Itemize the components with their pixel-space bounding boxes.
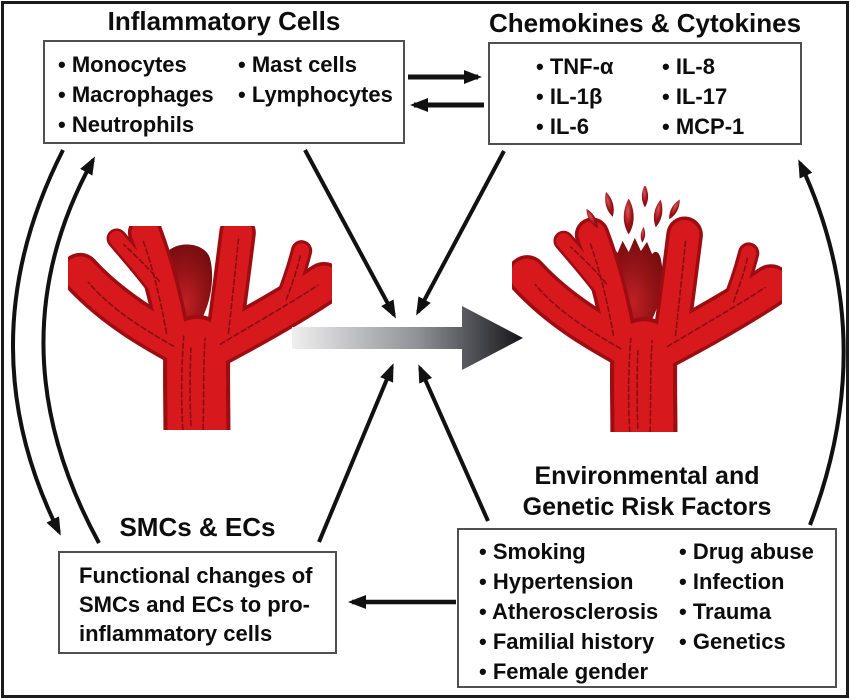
list-item: Mast cells [238, 50, 393, 80]
risk-factors-title: Environmental and Genetic Risk Factors [457, 461, 837, 523]
ruptured-aneurysm-artery-illustration [512, 186, 782, 432]
list-item: IL-6 [536, 112, 662, 142]
list-item: Genetics [679, 627, 814, 657]
curved-arrow-inflammatory-to-smcs [11, 149, 65, 536]
risk-factors-title-line1: Environmental and [534, 462, 760, 490]
list-item: Hypertension [479, 567, 679, 597]
risk-factors-title-line2: Genetic Risk Factors [522, 493, 772, 521]
list-item: Female gender [479, 657, 679, 687]
smcs-ecs-title: SMCs & ECs [119, 512, 276, 542]
list-item: Neutrophils [58, 110, 238, 140]
inflammatory-cells-column-1: MonocytesMacrophagesNeutrophils [58, 50, 238, 142]
list-item: Infection [679, 567, 814, 597]
list-item: inflammatory cells [79, 621, 273, 646]
chemokines-cytokines-title: Chemokines & Cytokines [488, 8, 802, 38]
list-item: Smoking [479, 537, 679, 567]
list-item: Drug abuse [679, 537, 814, 567]
risk-factors-column-1: SmokingHypertensionAtherosclerosisFamili… [479, 537, 679, 686]
risk-factors-column-2: Drug abuseInfectionTraumaGenetics [679, 537, 814, 686]
list-item: IL-1β [536, 82, 662, 112]
list-item: Familial history [479, 627, 679, 657]
list-item: Macrophages [58, 80, 238, 110]
list-item: Monocytes [58, 50, 238, 80]
inflammatory-cells-column-2: Mast cellsLymphocytes [238, 50, 393, 142]
inflammatory-cells-box: MonocytesMacrophagesNeutrophils Mast cel… [43, 40, 405, 144]
unruptured-aneurysm-artery-illustration [68, 226, 332, 430]
chemokines-column-1: TNF-αIL-1βIL-6 [536, 52, 662, 143]
list-item: IL-8 [662, 52, 744, 82]
list-item: IL-17 [662, 82, 744, 112]
list-item: Trauma [679, 597, 814, 627]
list-item: Atherosclerosis [479, 597, 679, 627]
chemokines-column-2: IL-8IL-17MCP-1 [662, 52, 744, 143]
inflammatory-cells-title: Inflammatory Cells [107, 6, 341, 36]
list-item: TNF-α [536, 52, 662, 82]
list-item: MCP-1 [662, 112, 744, 142]
list-item: Lymphocytes [238, 80, 393, 110]
smcs-ecs-box: Functional changes of SMCs and ECs to pro… [58, 551, 337, 654]
arrow-chemokines-to-center [416, 150, 506, 316]
list-item: Functional changes of [79, 563, 313, 588]
risk-factors-box: SmokingHypertensionAtherosclerosisFamili… [457, 528, 837, 688]
list-item: SMCs and ECs to pro- [79, 592, 311, 617]
chemokines-cytokines-box: TNF-αIL-1βIL-6 IL-8IL-17MCP-1 [488, 42, 802, 145]
